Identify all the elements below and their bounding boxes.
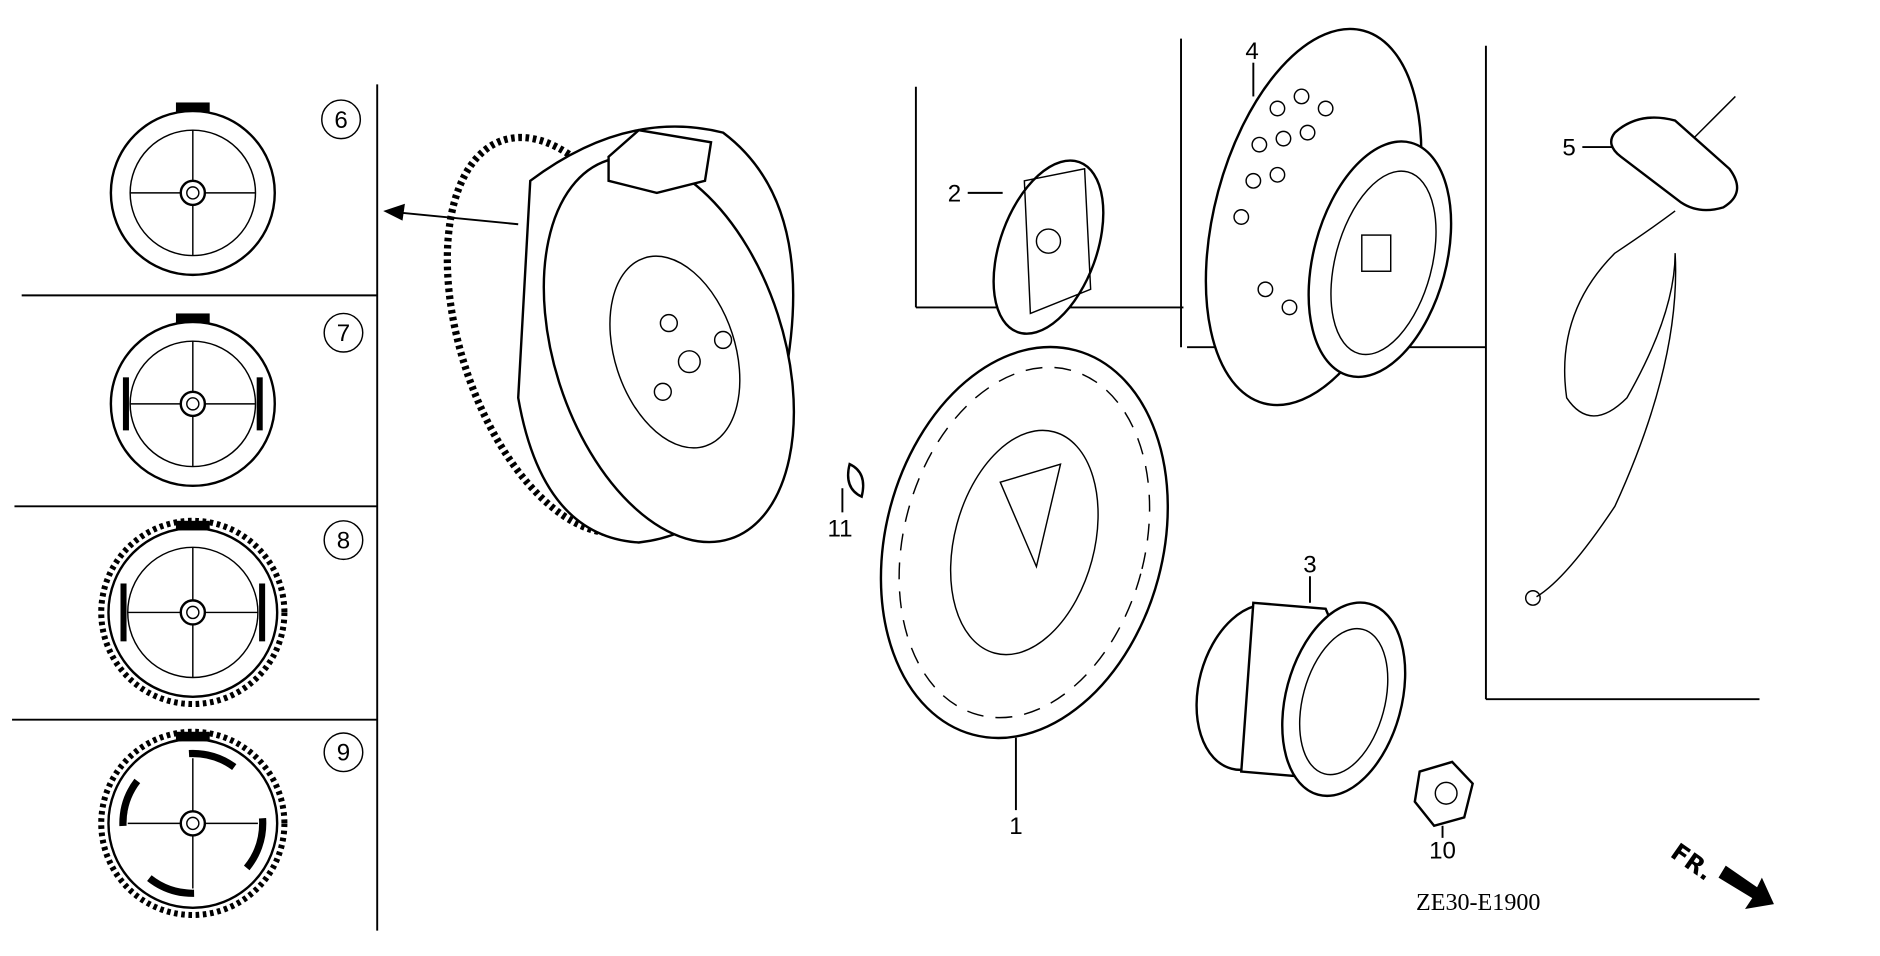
front-direction-indicator: FR.	[1666, 838, 1774, 909]
callout-2: 2	[948, 180, 961, 207]
flywheel-variant-6	[109, 102, 276, 277]
svg-text:8: 8	[337, 528, 350, 555]
part-1-cooling-fan	[879, 345, 1169, 811]
callout-9: 9	[323, 732, 364, 773]
svg-text:9: 9	[337, 740, 350, 767]
callout-8: 8	[323, 520, 364, 561]
callout-7: 7	[323, 312, 364, 353]
svg-text:6: 6	[334, 107, 347, 134]
callout-3: 3	[1303, 552, 1316, 579]
svg-text:7: 7	[337, 320, 350, 347]
callout-4: 4	[1245, 38, 1258, 65]
flywheel-variant-7	[109, 313, 276, 488]
part-5-starter-grip	[1524, 95, 1739, 606]
callout-1: 1	[1009, 813, 1022, 840]
part-11-woodruff-key	[841, 462, 865, 513]
flywheel-variant-8	[98, 517, 288, 708]
callout-11: 11	[827, 515, 852, 542]
flywheel-variant-9	[98, 728, 288, 919]
callout-5: 5	[1562, 135, 1575, 162]
flywheel	[443, 125, 796, 544]
part-10-flange-nut	[1413, 760, 1474, 838]
callout-10: 10	[1429, 837, 1456, 864]
part-4-pulley	[1204, 27, 1453, 407]
part-3-starter-pulley	[1195, 576, 1407, 798]
drawing-code: ZE30-E1900	[1416, 890, 1540, 916]
callout-6: 6	[321, 99, 362, 140]
svg-text:FR.: FR.	[1666, 838, 1719, 887]
variant-arrow	[383, 203, 519, 226]
front-arrow-icon	[1718, 865, 1774, 909]
part-2-plate	[967, 159, 1105, 335]
